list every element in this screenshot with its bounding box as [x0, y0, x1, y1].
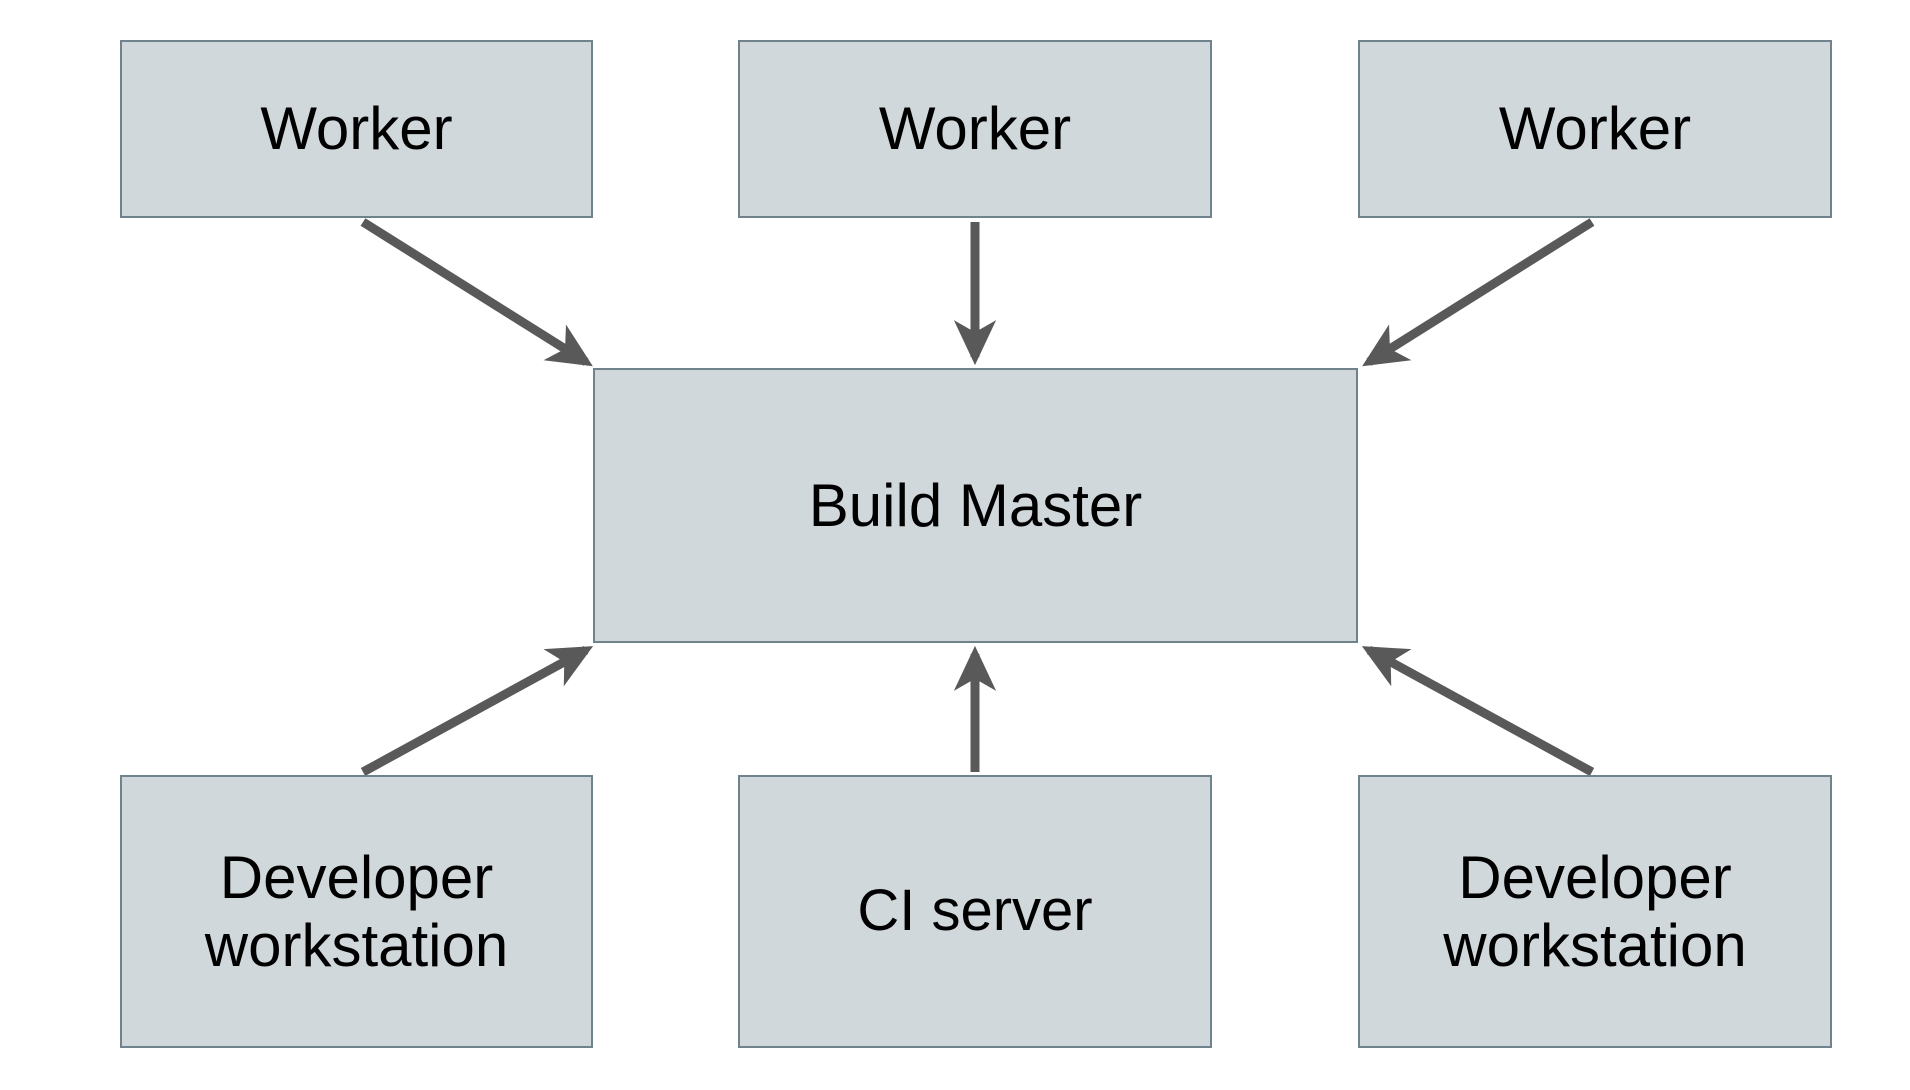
- node-developer-workstation-1-label: Developer workstation: [204, 844, 509, 979]
- node-developer-workstation-2[interactable]: Developer workstation: [1358, 775, 1832, 1048]
- edge-worker3-to-master: [1362, 218, 1595, 367]
- node-worker-2-label: Worker: [878, 95, 1072, 163]
- edge-worker1-to-master: [360, 218, 593, 367]
- node-developer-workstation-2-label: Developer workstation: [1443, 844, 1747, 979]
- edge-dev2-to-master: [1361, 646, 1595, 776]
- edge-dev1-to-master: [360, 646, 594, 776]
- node-worker-1[interactable]: Worker: [120, 40, 593, 218]
- node-build-master-label: Build Master: [808, 471, 1143, 539]
- node-build-master[interactable]: Build Master: [593, 368, 1358, 643]
- node-developer-workstation-1[interactable]: Developer workstation: [120, 775, 593, 1048]
- node-ci-server-label: CI server: [857, 878, 1093, 944]
- node-worker-1-label: Worker: [260, 95, 453, 163]
- node-worker-2[interactable]: Worker: [738, 40, 1212, 218]
- node-worker-3[interactable]: Worker: [1358, 40, 1832, 218]
- node-worker-3-label: Worker: [1498, 95, 1692, 163]
- node-ci-server[interactable]: CI server: [738, 775, 1212, 1048]
